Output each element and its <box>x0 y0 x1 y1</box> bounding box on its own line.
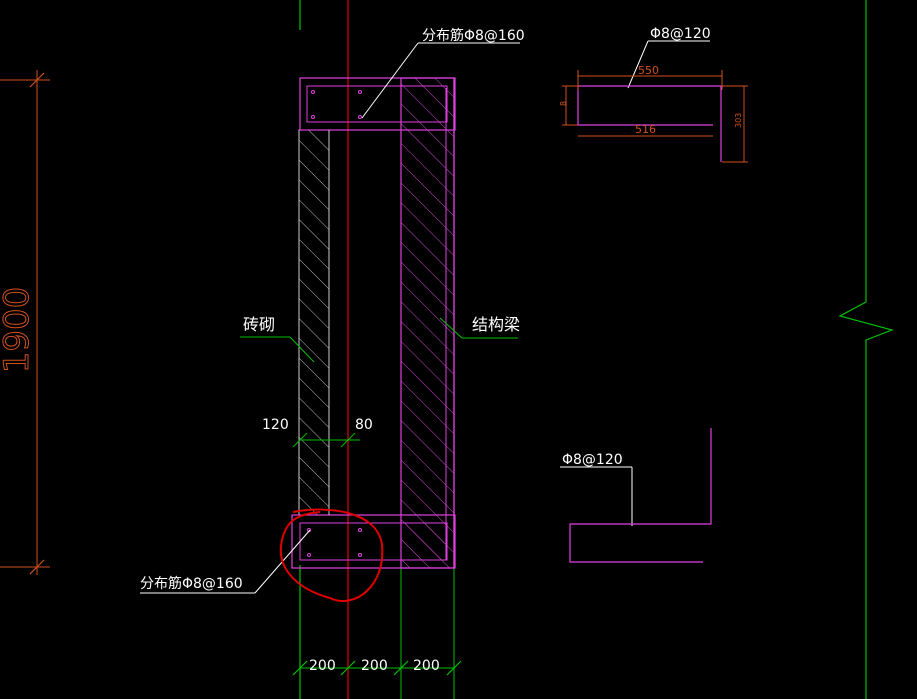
dim-1900-text: 1900 <box>0 287 37 374</box>
top-cap-outer <box>299 77 456 131</box>
bottom-cap-outer <box>291 514 456 569</box>
dim-200-a: 200 <box>309 658 336 674</box>
right-break-line <box>838 0 894 699</box>
dim-303: 303 <box>734 113 743 128</box>
rebar-shape-bottom <box>569 428 712 563</box>
top-rebar-leader <box>361 42 419 119</box>
red-circle-annotation <box>279 508 384 603</box>
masonry-wall <box>298 129 330 516</box>
dim-200-c: 200 <box>413 658 440 674</box>
dim-120: 120 <box>262 417 289 433</box>
dim-80: 80 <box>355 417 373 433</box>
top-dist-rebar-label: 分布筋Φ8@160 <box>422 27 525 44</box>
top-cap-inner <box>306 85 448 123</box>
dim-left-small: 8 <box>559 101 568 106</box>
bottom-dist-rebar-label: 分布筋Φ8@160 <box>140 575 243 592</box>
masonry-label: 砖砌 <box>243 315 275 334</box>
structural-beam-label: 结构梁 <box>472 315 520 334</box>
rebar-top-right-label: Φ8@120 <box>650 26 711 42</box>
dim-200-b: 200 <box>361 658 388 674</box>
dim-550: 550 <box>638 64 659 77</box>
rebar-bottom-right-label: Φ8@120 <box>562 452 623 468</box>
dim-516: 516 <box>635 123 656 136</box>
